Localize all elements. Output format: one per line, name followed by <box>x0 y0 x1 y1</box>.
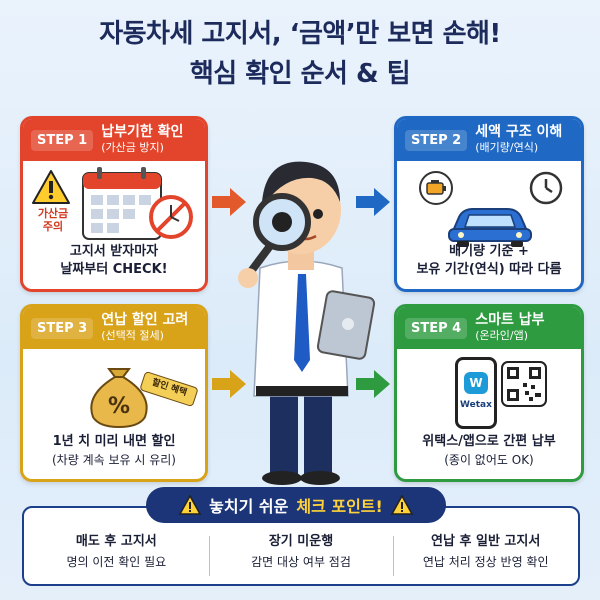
step-3-header: STEP 3 연납 할인 고려 (선택적 절세) <box>23 307 205 349</box>
step-4-card: STEP 4 스마트 납부 (온라인/앱) W Wetax 위택스/앱으로 간편… <box>394 304 584 482</box>
warning-label: 가산금 주의 <box>37 207 69 233</box>
svg-text:%: % <box>108 394 130 419</box>
warning-icon <box>179 495 202 515</box>
step-4-title: 스마트 납부 <box>475 312 545 328</box>
checkpoint-item: 매도 후 고지서 명의 이전 확인 필요 <box>24 532 209 572</box>
banner-highlight: 체크 포인트! <box>296 497 383 516</box>
step-1-header: STEP 1 납부기한 확인 (가산금 방지) <box>23 119 205 161</box>
app-name: Wetax <box>460 400 492 410</box>
arrow-right-icon <box>212 370 246 398</box>
step-4-header: STEP 4 스마트 납부 (온라인/앱) <box>397 307 581 349</box>
step-2-subtitle: (배기량/연식) <box>475 141 539 154</box>
checkpoint-title: 연납 후 일반 고지서 <box>431 534 541 549</box>
calendar-icon <box>82 167 193 240</box>
checkpoint-desc: 명의 이전 확인 필요 <box>66 555 167 569</box>
title-line-1: 자동차세 고지서, ‘금액’만 보면 손해! <box>99 19 501 49</box>
step-1-card: STEP 1 납부기한 확인 (가산금 방지) 가산금 주의 <box>20 116 208 292</box>
step-2-card: STEP 2 세액 구조 이해 (배기량/연식) 배기량 기준 + 보유 기간(… <box>394 116 584 292</box>
step-3-card: STEP 3 연납 할인 고려 (선택적 절세) % 할인 혜택 1년 치 미리… <box>20 304 208 482</box>
page-title: 자동차세 고지서, ‘금액’만 보면 손해! 핵심 확인 순서 & 팁 <box>0 14 600 94</box>
step-1-title: 납부기한 확인 <box>101 124 184 140</box>
step-3-description: 1년 치 미리 내면 할인 (차량 계속 보유 시 유리) <box>52 434 176 467</box>
car-icon <box>448 208 532 247</box>
step-3-title: 연납 할인 고려 <box>101 312 189 328</box>
step-3-subtitle: (선택적 절세) <box>101 329 164 342</box>
warning-icon <box>390 495 413 515</box>
checkpoint-desc: 감면 대상 여부 점검 <box>251 555 351 569</box>
step-2-header: STEP 2 세액 구조 이해 (배기량/연식) <box>397 119 581 161</box>
warning-icon <box>32 170 70 204</box>
arrow-right-icon <box>356 188 390 216</box>
checkpoint-title: 장기 미운행 <box>268 534 334 549</box>
arrow-right-icon <box>212 188 246 216</box>
step-4-badge: STEP 4 <box>405 317 468 339</box>
step-2-badge: STEP 2 <box>405 129 468 151</box>
title-line-2: 핵심 확인 순서 & 팁 <box>189 59 411 89</box>
banner-prefix: 놓치기 쉬운 <box>209 497 289 516</box>
step-3-badge: STEP 3 <box>31 317 94 339</box>
step-1-badge: STEP 1 <box>31 129 94 151</box>
step-2-title: 세액 구조 이해 <box>475 124 563 140</box>
money-bag-icon: % <box>90 368 148 429</box>
step-1-subtitle: (가산금 방지) <box>101 141 164 154</box>
engine-icon <box>419 171 453 205</box>
step-4-subtitle: (온라인/앱) <box>475 329 528 342</box>
step-2-description: 배기량 기준 + 보유 기간(연식) 따라 다름 <box>416 244 562 277</box>
checkpoint-item: 연납 후 일반 고지서 연납 처리 정상 반영 확인 <box>393 532 578 576</box>
clock-icon <box>529 171 563 205</box>
qr-code-icon <box>501 361 547 407</box>
phone-app-icon: W Wetax <box>455 357 497 429</box>
arrow-right-icon <box>356 370 390 398</box>
checkpoint-desc: 연납 처리 정상 반영 확인 <box>422 555 549 569</box>
businessman-illustration <box>238 161 376 485</box>
checkpoint-title: 매도 후 고지서 <box>75 534 157 549</box>
step-1-description: 고지서 받자마자 날짜부터 CHECK! <box>60 244 168 277</box>
checkpoint-banner: 놓치기 쉬운 체크 포인트! <box>146 487 446 523</box>
checkpoint-item: 장기 미운행 감면 대상 여부 점검 <box>208 532 394 576</box>
step-4-description: 위택스/앱으로 간편 납부 (종이 없어도 OK) <box>422 434 556 467</box>
